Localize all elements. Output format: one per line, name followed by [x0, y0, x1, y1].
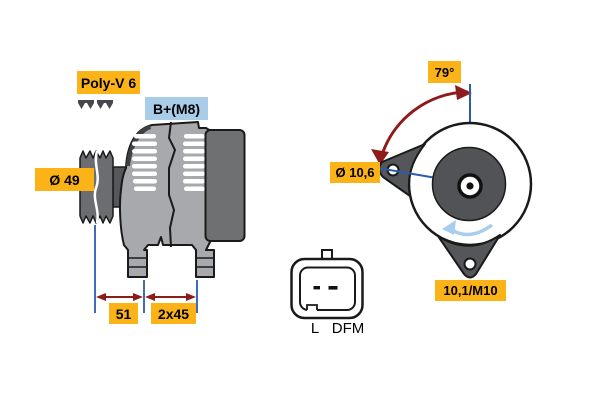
housing-seam-line	[167, 121, 177, 248]
housing-edge-shading	[126, 125, 151, 166]
connector-outer-shell	[290, 257, 364, 320]
rotation-arrow	[451, 223, 494, 237]
angle-arc-head-top	[455, 85, 472, 100]
terminal-label: B+(M8)	[145, 97, 208, 120]
dimension-51-label: 51	[109, 303, 138, 324]
dimension-2x45-label: 2x45	[151, 303, 196, 324]
dim-arrow-2x45	[145, 293, 196, 301]
side-dimension-lines	[94, 225, 198, 313]
shaft-center-dot	[466, 182, 474, 190]
mounting-feet-lines	[128, 257, 214, 268]
connector-pin-dfm-label: DFM	[331, 319, 365, 337]
connector-pin-l-label: L	[310, 319, 320, 337]
connector-notch	[306, 304, 318, 310]
mounting-hole-lower	[463, 257, 477, 271]
pulley-break-line	[93, 150, 99, 224]
pulley-diameter-label: Ø 49	[35, 168, 94, 191]
angle-arc-head-lug	[371, 149, 389, 165]
connector-drawing	[290, 249, 364, 320]
poly-v-belt-icon	[78, 100, 113, 109]
hole-diameter-label: Ø 10,6	[330, 162, 380, 183]
alternator-body-drawing	[119, 121, 246, 278]
belt-type-label: Poly-V 6	[77, 71, 140, 94]
vent-slots-front	[132, 134, 157, 191]
rear-cover-block	[204, 129, 246, 242]
rear-view-drawing	[371, 84, 533, 279]
angle-arc-arrow	[379, 90, 469, 159]
mounting-lug-lower	[437, 234, 501, 279]
connector-notch-mask	[307, 305, 317, 313]
dim-arrow-51	[96, 293, 143, 301]
rotation-arrow-head	[442, 220, 456, 235]
mounting-hole-label: 10,1/M10	[435, 280, 506, 301]
connector-pin-left	[313, 286, 320, 290]
vent-slots-rear	[183, 134, 205, 191]
angle-label: 79°	[428, 61, 461, 83]
connector-inner-shell	[299, 266, 356, 311]
connector-pin-right	[328, 286, 338, 290]
